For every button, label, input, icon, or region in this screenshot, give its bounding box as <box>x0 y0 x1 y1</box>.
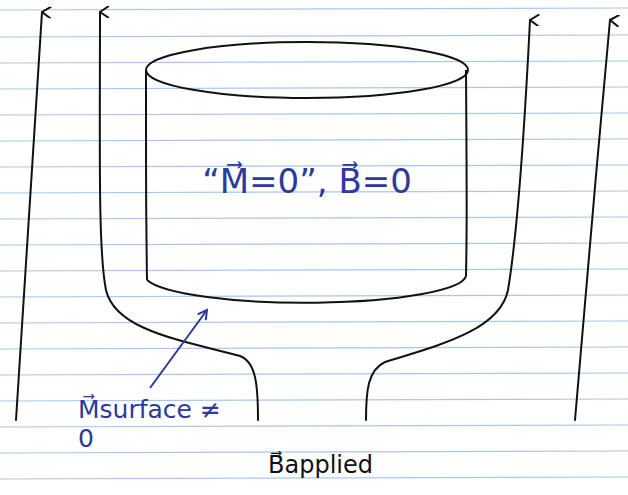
field-line <box>366 20 530 420</box>
cylinder-bottom <box>147 276 466 303</box>
applied-field-label: B⃗applied <box>268 452 418 480</box>
cylinder-side <box>146 70 147 280</box>
leader-arrow <box>150 310 207 388</box>
cylinder-side <box>465 70 468 276</box>
cylinder-top <box>146 42 468 98</box>
field-line <box>100 12 258 420</box>
ruled-lines <box>0 8 628 479</box>
field-line <box>575 20 610 420</box>
state-text: “M⃗=0”, B⃗=0 <box>202 161 412 201</box>
field-line <box>16 12 42 420</box>
superconductor-cylinder: “M⃗=0”, B⃗=0 <box>143 40 471 312</box>
surface-magnetization-label: M⃗surface ≠ 0 <box>78 396 228 454</box>
